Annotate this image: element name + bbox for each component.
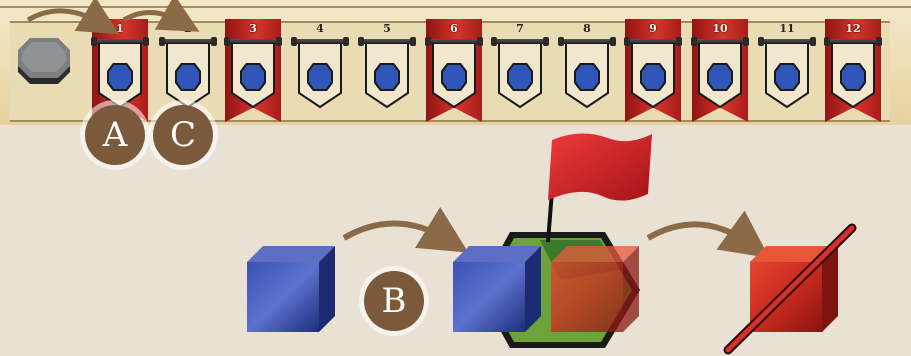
banner-rod <box>159 37 217 46</box>
step-c-badge: C <box>153 105 213 165</box>
slot-number: 1 <box>116 22 124 35</box>
shield-banner-icon <box>231 43 275 109</box>
banner-rod <box>758 37 816 46</box>
score-slot[interactable]: 3 <box>223 19 283 122</box>
red-cube-ghost <box>551 246 639 332</box>
banner-rod <box>91 37 149 46</box>
score-slot[interactable]: 10 <box>690 19 750 122</box>
shield-banner-icon <box>432 43 476 109</box>
score-slot[interactable]: 8 <box>557 19 617 122</box>
banner-rod <box>358 37 416 46</box>
slot-number: 9 <box>649 22 657 35</box>
slot-number: 3 <box>249 22 257 35</box>
shield-banner-icon <box>565 43 609 109</box>
step-a-badge: A <box>85 105 145 165</box>
blue-cube-on-territory <box>453 246 541 332</box>
slot-number: 11 <box>779 22 795 35</box>
shield-banner-icon <box>166 43 210 109</box>
step-b-badge: B <box>364 271 424 331</box>
arrow-to-slot-1 <box>26 0 120 35</box>
score-slot[interactable]: 7 <box>490 19 550 122</box>
banner-rod <box>491 37 549 46</box>
banner-rod <box>624 37 682 46</box>
shield-banner-icon <box>365 43 409 109</box>
banner-rod <box>425 37 483 46</box>
slot-number: 8 <box>583 22 591 35</box>
blue-cube-left <box>247 246 335 332</box>
score-slot[interactable]: 1 <box>90 19 150 122</box>
slot-number: 4 <box>316 22 324 35</box>
score-slot[interactable]: 11 <box>757 19 817 122</box>
banner-rod <box>558 37 616 46</box>
slot-number: 5 <box>383 22 391 35</box>
arrow-move-to-territory <box>342 206 469 253</box>
arrow-remove-cube <box>646 210 770 259</box>
shield-banner-icon <box>631 43 675 109</box>
banner-rod <box>291 37 349 46</box>
shield-banner-icon <box>831 43 875 109</box>
score-slot[interactable]: 2 <box>158 19 218 122</box>
score-slot[interactable]: 9 <box>623 19 683 122</box>
banner-rod <box>824 37 882 46</box>
board-edge-line <box>0 6 911 8</box>
slot-number: 6 <box>450 22 458 35</box>
banner-rod <box>224 37 282 46</box>
shield-banner-icon <box>765 43 809 109</box>
grey-marker-token[interactable] <box>16 36 72 90</box>
slot-number: 7 <box>516 22 524 35</box>
shield-banner-icon <box>298 43 342 109</box>
score-slot[interactable]: 12 <box>823 19 883 122</box>
red-flag <box>546 133 652 243</box>
arrow-to-slot-2 <box>122 0 200 32</box>
score-slot[interactable]: 5 <box>357 19 417 122</box>
slot-number: 10 <box>712 22 728 35</box>
score-slot[interactable]: 4 <box>290 19 350 122</box>
shield-banner-icon <box>698 43 742 109</box>
slot-number: 12 <box>845 22 861 35</box>
shield-banner-icon <box>98 43 142 109</box>
banner-rod <box>691 37 749 46</box>
score-slot[interactable]: 6 <box>424 19 484 122</box>
shield-banner-icon <box>498 43 542 109</box>
